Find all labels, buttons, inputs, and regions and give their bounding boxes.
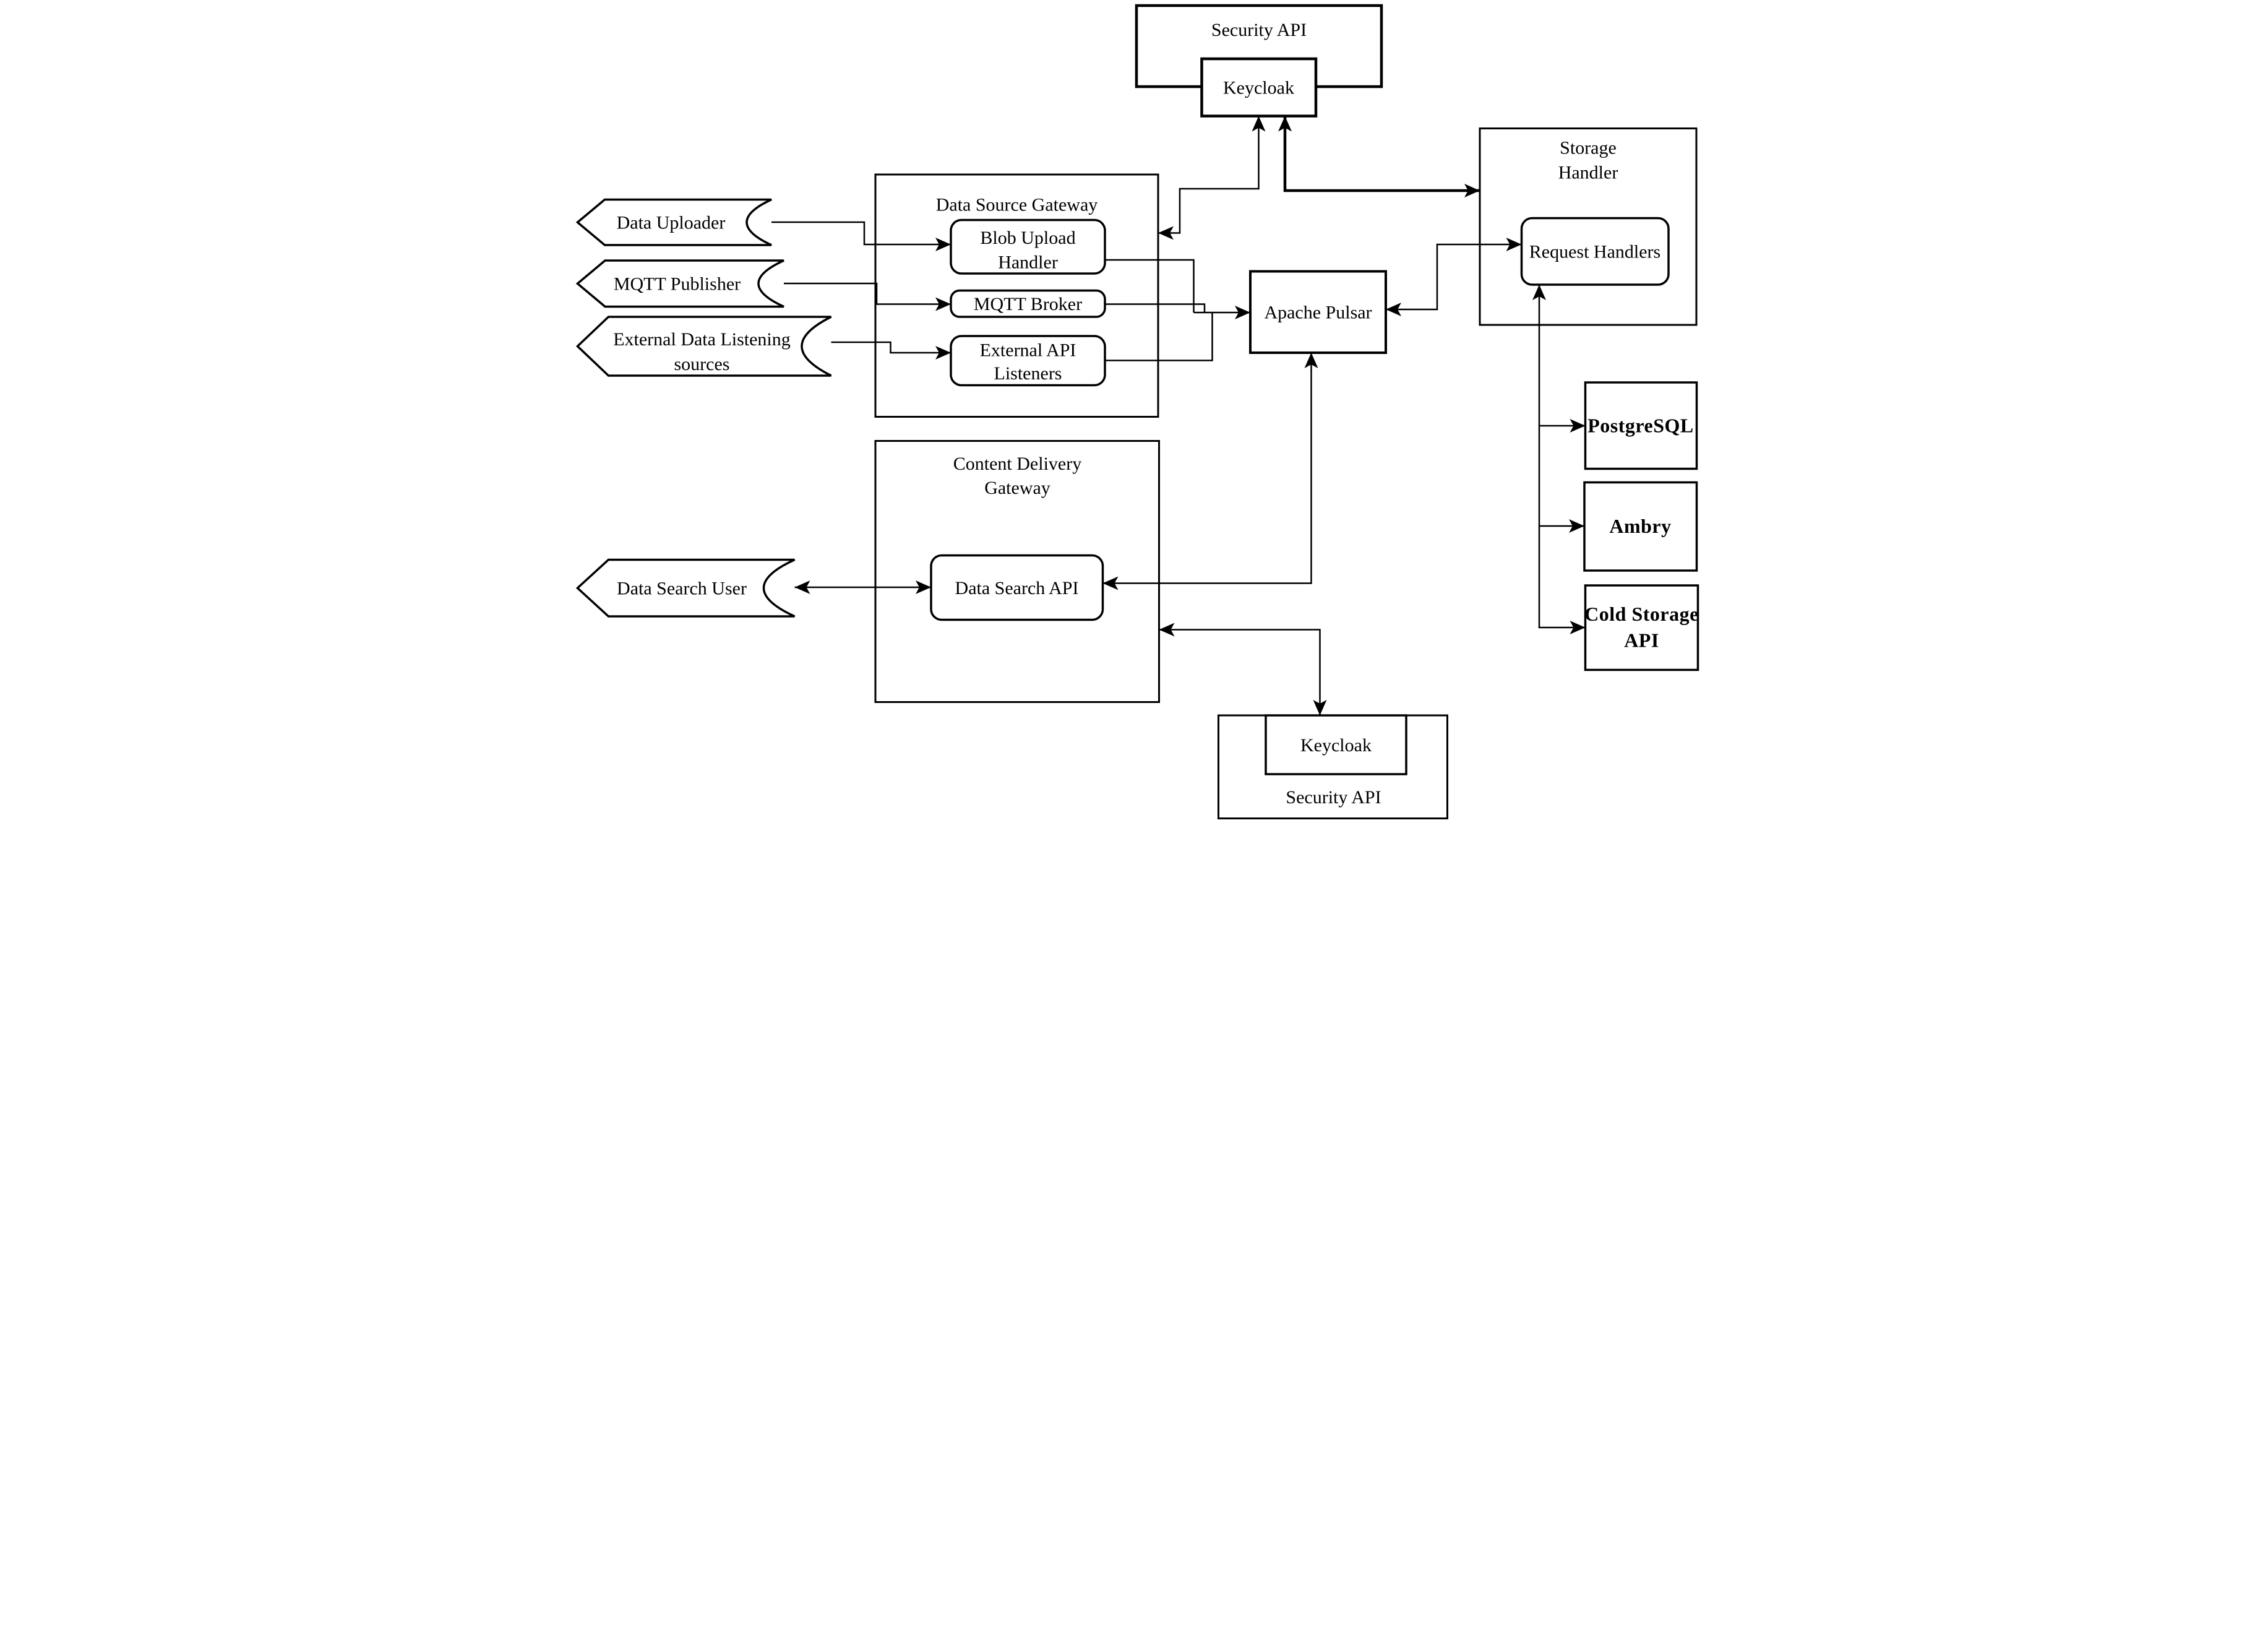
edge-data-uploader-to-blob-upload-handler <box>771 221 951 251</box>
edge-request-handlers-cold-storage-trunk <box>1532 285 1585 634</box>
request-handlers-label: Request Handlers <box>1529 242 1660 262</box>
content-delivery-gateway-label-line1: Content Delivery <box>953 454 1081 474</box>
blob-upload-handler-label-line2: Handler <box>998 252 1058 273</box>
ambry-box <box>1583 481 1698 572</box>
keycloak-bottom-label: Keycloak <box>1300 735 1372 756</box>
security-api-top-label: Security API <box>1211 20 1306 40</box>
architecture-diagram: Security API Keycloak Storage Handler Re… <box>567 0 1701 822</box>
mqtt-publisher-label: MQTT Publisher <box>613 274 740 295</box>
data-search-api-label: Data Search API <box>955 578 1078 598</box>
external-data-listening-sources-label-line2: sources <box>674 354 729 374</box>
data-uploader-flag <box>575 198 772 246</box>
postgresql-label: PostgreSQL <box>1587 415 1694 437</box>
storage-handler-label-line1: Storage <box>1560 138 1617 158</box>
data-uploader-label: Data Uploader <box>616 213 725 233</box>
request-handlers-box <box>1520 217 1670 286</box>
postgresql-box <box>1584 381 1698 470</box>
external-api-listeners-label-line2: Listeners <box>994 363 1062 384</box>
edge-pulsar-request-handlers <box>1385 238 1521 316</box>
diagram-canvas: Security API Keycloak Storage Handler Re… <box>567 0 1701 822</box>
cold-storage-api-label-line1: Cold Storage <box>1584 603 1699 625</box>
edge-content-delivery-gateway-keycloak-bottom <box>1159 623 1326 715</box>
blob-upload-handler-box <box>949 218 1106 275</box>
keycloak-top-label: Keycloak <box>1223 78 1294 98</box>
external-data-listening-sources-flag <box>575 316 831 377</box>
external-api-listeners-label-line1: External API <box>979 340 1076 361</box>
edge-mqtt-publisher-to-mqtt-broker <box>783 282 951 311</box>
storage-handler-label-line2: Handler <box>1558 163 1618 183</box>
mqtt-publisher-flag <box>575 259 784 308</box>
edge-external-sources-to-external-api-listeners <box>831 341 951 360</box>
ambry-label: Ambry <box>1609 515 1671 537</box>
cold-storage-api-label-line2: API <box>1624 629 1659 652</box>
apache-pulsar-box <box>1248 270 1387 354</box>
edge-storage-handler-keycloak <box>1278 116 1480 197</box>
mqtt-broker-label: MQTT Broker <box>973 294 1081 314</box>
apache-pulsar-label: Apache Pulsar <box>1264 303 1372 323</box>
content-delivery-gateway-label-line2: Gateway <box>984 478 1050 498</box>
edge-mqtt-broker-to-pulsar <box>1104 303 1205 313</box>
external-data-listening-sources-label-line1: External Data Listening <box>613 329 791 350</box>
edge-data-source-gateway-keycloak <box>1158 116 1265 240</box>
data-source-gateway-label: Data Source Gateway <box>935 195 1097 215</box>
cold-storage-api-box <box>1584 584 1699 671</box>
data-search-user-flag <box>575 558 795 618</box>
security-api-bottom-label: Security API <box>1286 787 1381 808</box>
blob-upload-handler-label-line1: Blob Upload <box>980 228 1075 248</box>
edge-pulsar-data-search-api <box>1102 353 1318 590</box>
edge-blob-upload-handler-to-pulsar <box>1104 259 1195 313</box>
data-search-user-label: Data Search User <box>617 579 747 599</box>
keycloak-bottom-box <box>1264 714 1407 775</box>
